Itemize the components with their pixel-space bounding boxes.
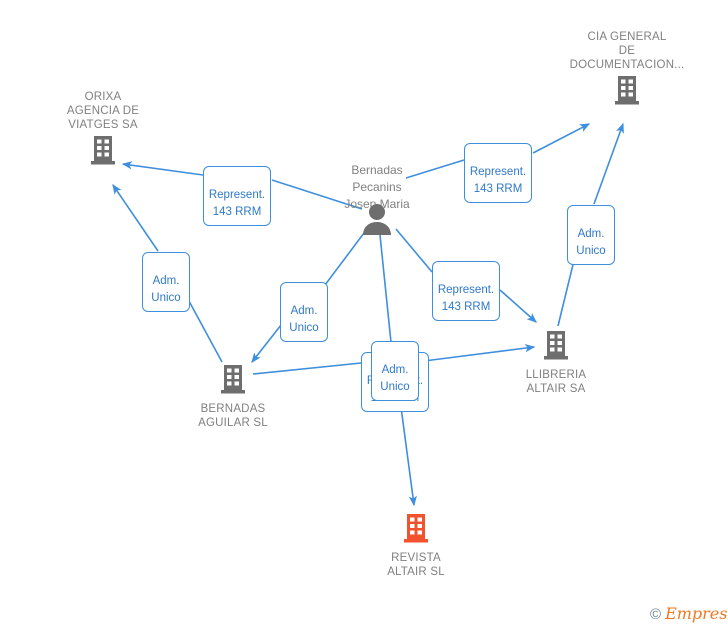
edge-person-orixa-represent [271, 179, 363, 210]
building-icon [543, 330, 569, 365]
edge-label-represent-llibreria[interactable]: Represent. 143 RRM [432, 261, 500, 321]
edge-label-text: Adm. Unico [289, 305, 319, 334]
edge-label-represent-cia[interactable]: Represent. 143 RRM [464, 143, 532, 203]
edge-label-text: Adm. Unico [380, 364, 410, 393]
person-icon [360, 203, 394, 240]
edge-label-adm-bernadas[interactable]: Adm. Unico [280, 282, 328, 342]
edge-adm-bernadas-arrow [251, 319, 286, 364]
edge-label-adm-llibreria[interactable]: Adm. Unico [371, 341, 419, 401]
node-person-bernadas-pecanins[interactable] [312, 203, 442, 240]
edge-represent-orixa-arrow [121, 161, 204, 176]
edge-label-adm-orixa[interactable]: Adm. Unico [142, 252, 190, 312]
node-label-cia-general: CIA GENERAL DE DOCUMENTACION... [569, 31, 685, 71]
building-icon-highlighted [403, 513, 429, 548]
edge-label-text: Represent. 143 RRM [437, 284, 495, 313]
edge-represent-cia-arrow [532, 123, 591, 154]
person-name-text: Bernadas Pecanins Josep Maria [344, 163, 410, 211]
empresia-watermark: © Empresia [650, 606, 728, 622]
node-label-orixa: ORIXA AGENCIA DE VIATGES SA [66, 91, 140, 131]
edge-label-text: Represent. 143 RRM [469, 166, 527, 195]
edge-label-text: Adm. Unico [151, 275, 181, 304]
building-icon [614, 75, 640, 110]
node-label-bernadas-aguilar: BERNADAS AGUILAR SL [198, 403, 268, 429]
node-bernadas-aguilar-sl[interactable]: BERNADAS AGUILAR SL [168, 364, 298, 430]
edge-represent-llibreria-arrow [499, 289, 537, 323]
edge-label-represent-orixa[interactable]: Represent. 143 RRM [203, 166, 271, 226]
watermark-text: Empresia [665, 604, 728, 623]
building-icon [90, 135, 116, 170]
building-icon [220, 364, 246, 399]
edge-label-adm-cia[interactable]: Adm. Unico [567, 205, 615, 265]
edge-label-text: Adm. Unico [576, 228, 606, 257]
edge-bernadas-llibreria-adm [252, 361, 372, 375]
edge-adm-cia-arrow [593, 122, 624, 205]
node-llibreria-altair-sa[interactable]: LLIBRERIA ALTAIR SA [491, 330, 621, 396]
node-cia-general-de-documentacion[interactable]: CIA GENERAL DE DOCUMENTACION... [562, 30, 692, 110]
node-revista-altair-sl[interactable]: REVISTA ALTAIR SL [351, 513, 481, 579]
edge-person-revista-represent [379, 234, 393, 353]
edge-person-cia-represent [405, 159, 465, 179]
edge-adm-orixa-arrow [112, 183, 159, 252]
edge-adm-llibreria-arrow [423, 344, 536, 362]
edge-person-bernadas-adm [324, 232, 365, 286]
node-label-llibreria-altair: LLIBRERIA ALTAIR SA [525, 369, 587, 395]
edge-person-llibreria-represent [395, 228, 433, 273]
edge-label-text: Represent. 143 RRM [208, 189, 266, 218]
node-orixa-agencia-de-viatges-sa[interactable]: ORIXA AGENCIA DE VIATGES SA [38, 90, 168, 170]
person-name-label: Bernadas Pecanins Josep Maria [302, 145, 452, 213]
copyright-icon: © [650, 605, 662, 623]
node-label-revista-altair: REVISTA ALTAIR SL [387, 552, 445, 578]
